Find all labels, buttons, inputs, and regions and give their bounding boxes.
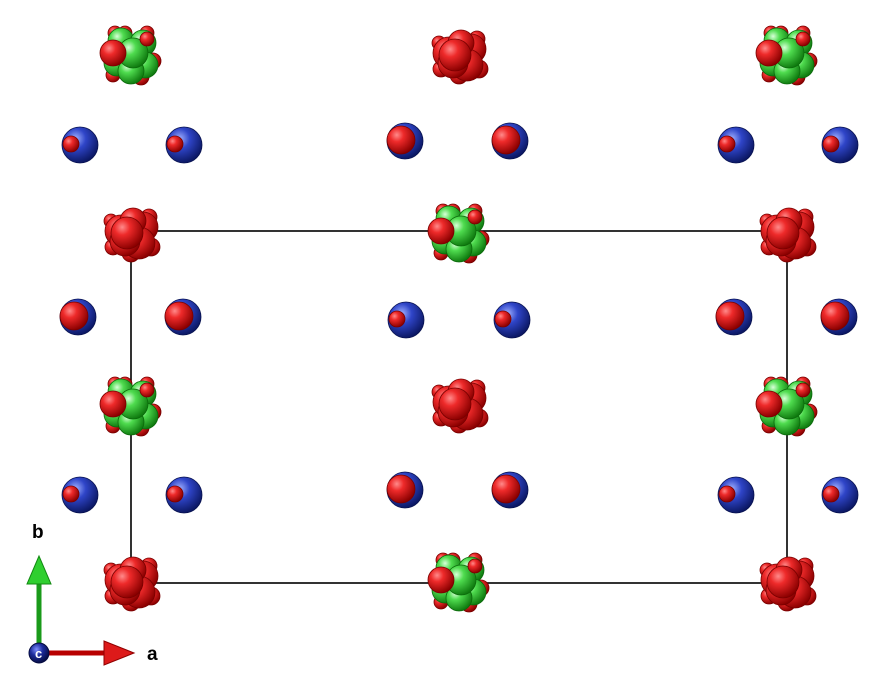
oxygen-atom-sphere-icon: [491, 125, 521, 155]
oxygen-atom-sphere-icon: [427, 217, 455, 245]
mixed-cluster: [427, 203, 490, 264]
oxygen-atom-sphere-icon: [110, 565, 144, 599]
oxygen-atom-sphere-icon: [795, 31, 811, 47]
mixed-cluster: [755, 376, 818, 437]
blue-oxygen-pair: [715, 298, 753, 336]
oxygen-atom-sphere-icon: [386, 474, 416, 504]
blue-oxygen-pair: [820, 298, 858, 336]
oxygen-atom-sphere-icon: [139, 31, 155, 47]
oxygen-atom-sphere-icon: [718, 135, 736, 153]
oxygen-atom-sphere-icon: [99, 390, 127, 418]
b-axis-arrow-icon: [26, 554, 52, 585]
c-axis-label: c: [35, 646, 42, 661]
oxygen-atom-sphere-icon: [386, 125, 416, 155]
oxygen-atom-sphere-icon: [62, 485, 80, 503]
blue-oxygen-pair: [717, 126, 755, 164]
blue-oxygen-pair: [165, 476, 203, 514]
oxygen-cluster: [759, 207, 817, 263]
a-axis-label: a: [147, 644, 158, 665]
blue-oxygen-pair: [59, 298, 97, 336]
oxygen-atom-sphere-icon: [467, 209, 483, 225]
blue-oxygen-pair: [821, 126, 859, 164]
oxygen-atom-sphere-icon: [164, 301, 194, 331]
blue-oxygen-pair: [387, 301, 425, 339]
mixed-cluster: [755, 25, 818, 86]
blue-oxygen-pair: [165, 126, 203, 164]
oxygen-atom-sphere-icon: [766, 216, 800, 250]
mixed-cluster: [427, 552, 490, 613]
oxygen-atom-sphere-icon: [438, 387, 472, 421]
blue-oxygen-pair: [386, 122, 424, 160]
axis-indicator: c b a: [26, 522, 158, 666]
oxygen-atom-sphere-icon: [388, 310, 406, 328]
oxygen-atom-sphere-icon: [59, 301, 89, 331]
atoms-layer: [59, 25, 859, 613]
oxygen-atom-sphere-icon: [755, 39, 783, 67]
oxygen-atom-sphere-icon: [166, 485, 184, 503]
oxygen-atom-sphere-icon: [766, 565, 800, 599]
blue-oxygen-pair: [491, 471, 529, 509]
mixed-cluster: [99, 376, 162, 437]
blue-oxygen-pair: [61, 476, 99, 514]
oxygen-atom-sphere-icon: [755, 390, 783, 418]
oxygen-atom-sphere-icon: [820, 301, 850, 331]
oxygen-atom-sphere-icon: [822, 485, 840, 503]
oxygen-atom-sphere-icon: [822, 135, 840, 153]
oxygen-atom-sphere-icon: [438, 38, 472, 72]
oxygen-atom-sphere-icon: [718, 485, 736, 503]
oxygen-cluster: [759, 556, 817, 612]
oxygen-atom-sphere-icon: [715, 301, 745, 331]
oxygen-atom-sphere-icon: [491, 474, 521, 504]
oxygen-cluster: [431, 378, 489, 434]
c-axis-origin-icon: [28, 642, 50, 664]
oxygen-atom-sphere-icon: [427, 566, 455, 594]
blue-oxygen-pair: [386, 471, 424, 509]
a-axis-arrow-icon: [103, 640, 136, 666]
oxygen-cluster: [103, 556, 161, 612]
oxygen-atom-sphere-icon: [139, 382, 155, 398]
blue-oxygen-pair: [491, 122, 529, 160]
oxygen-atom-sphere-icon: [62, 135, 80, 153]
oxygen-cluster: [431, 29, 489, 85]
oxygen-atom-sphere-icon: [494, 310, 512, 328]
blue-oxygen-pair: [821, 476, 859, 514]
b-axis-label: b: [32, 522, 44, 543]
oxygen-atom-sphere-icon: [110, 216, 144, 250]
blue-oxygen-pair: [164, 298, 202, 336]
oxygen-cluster: [103, 207, 161, 263]
oxygen-atom-sphere-icon: [795, 382, 811, 398]
mixed-cluster: [99, 25, 162, 86]
blue-oxygen-pair: [717, 476, 755, 514]
blue-oxygen-pair: [493, 301, 531, 339]
oxygen-atom-sphere-icon: [166, 135, 184, 153]
oxygen-atom-sphere-icon: [99, 39, 127, 67]
oxygen-atom-sphere-icon: [467, 558, 483, 574]
blue-oxygen-pair: [61, 126, 99, 164]
